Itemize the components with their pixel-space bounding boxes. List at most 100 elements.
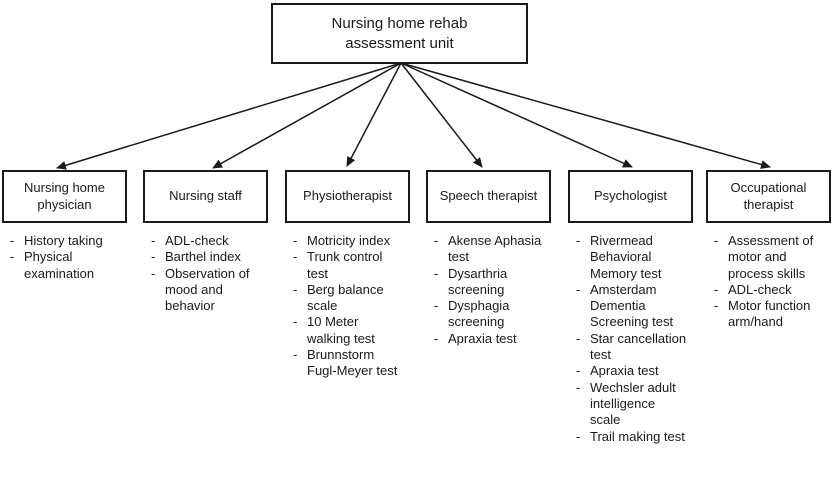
arrow-line-5: [400, 62, 771, 169]
dash-bullet: -: [293, 233, 298, 248]
list-item-text: Akense Aphasia test: [448, 233, 542, 265]
dash-bullet: -: [434, 233, 439, 248]
branch-column: Psychologist-Rivermead Behavioral Memory…: [568, 170, 693, 445]
branch-column: Nursing staff-ADL-check-Barthel index-Ob…: [143, 170, 268, 314]
list-item: -Dysarthria screening: [434, 266, 545, 299]
branch-column: Speech therapist-Akense Aphasia test-Dys…: [426, 170, 551, 347]
dash-bullet: -: [714, 281, 719, 297]
list-item: -ADL-check: [714, 282, 825, 298]
list-item: -Star cancellation test: [576, 331, 687, 364]
list-item-text: ADL-check: [165, 233, 229, 248]
list-item-text: Barthel index: [165, 249, 241, 265]
list-item-text: Trail making test: [590, 428, 685, 444]
list-item-text: Apraxia test: [590, 363, 659, 379]
branch-node-box: Psychologist: [568, 170, 693, 223]
arrow-line-3: [400, 62, 483, 168]
dash-bullet: -: [714, 298, 719, 314]
assessment-list: -History taking-Physical examination: [2, 233, 127, 282]
arrow-line-0: [56, 62, 402, 170]
list-item: -Apraxia test: [576, 363, 687, 379]
list-item-text: Amsterdam Dementia Screening test: [590, 281, 674, 330]
branch-node-box: Nursing home physician: [2, 170, 127, 223]
list-item-text: Dysarthria screening: [448, 265, 508, 297]
dash-bullet: -: [576, 233, 581, 248]
list-item-text: Star cancellation test: [590, 330, 687, 363]
arrow-line-4: [400, 62, 633, 168]
list-item: -Observation of mood and behavior: [151, 266, 262, 315]
dash-bullet: -: [576, 281, 581, 297]
assessment-list: -Motricity index-Trunk control test-Berg…: [285, 233, 410, 380]
list-item: -Akense Aphasia test: [434, 233, 545, 266]
list-item: -Wechsler adult intelligence scale: [576, 380, 687, 429]
list-item: -Rivermead Behavioral Memory test: [576, 233, 687, 282]
assessment-list: -Akense Aphasia test-Dysarthria screenin…: [426, 233, 551, 347]
dash-bullet: -: [576, 428, 581, 444]
branch-node-box: Occupational therapist: [706, 170, 831, 223]
list-item-text: Brunnstorm Fugl-Meyer test: [307, 347, 398, 379]
dash-bullet: -: [293, 347, 298, 363]
dash-bullet: -: [434, 298, 439, 314]
branch-column: Occupational therapist-Assessment of mot…: [706, 170, 831, 331]
list-item-text: Dysphagia screening: [448, 298, 510, 330]
assessment-list: -ADL-check-Barthel index-Observation of …: [143, 233, 268, 314]
dash-bullet: -: [151, 265, 156, 281]
list-item: -Dysphagia screening: [434, 298, 545, 331]
list-item: -10 Meter walking test: [293, 314, 404, 347]
list-item: -Trunk control test: [293, 249, 404, 282]
list-item: -Motor function arm/hand: [714, 298, 825, 331]
list-item-text: 10 Meter walking test: [307, 314, 375, 346]
dash-bullet: -: [10, 233, 15, 248]
list-item: -Trail making test: [576, 429, 687, 445]
list-item-text: Wechsler adult intelligence scale: [590, 379, 676, 428]
branch-node-label: Nursing home physician: [24, 180, 105, 212]
list-item: -Berg balance scale: [293, 282, 404, 315]
list-item: -Apraxia test: [434, 331, 545, 347]
list-item: -Barthel index: [151, 249, 262, 265]
list-item-text: Motor function arm/hand: [728, 298, 811, 330]
dash-bullet: -: [151, 233, 156, 248]
dash-bullet: -: [151, 249, 156, 265]
list-item: -History taking: [10, 233, 121, 249]
list-item-text: Physical examination: [24, 249, 95, 281]
branch-node-label: Speech therapist: [439, 188, 538, 204]
dash-bullet: -: [293, 281, 298, 297]
root-node-box: Nursing home rehab assessment unit: [271, 3, 528, 64]
list-item-text: Observation of mood and behavior: [165, 265, 250, 314]
list-item: -ADL-check: [151, 233, 262, 249]
arrow-line-2: [346, 62, 402, 167]
list-item-text: ADL-check: [728, 281, 792, 297]
assessment-list: -Assessment of motor and process skills-…: [706, 233, 831, 331]
branch-node-box: Speech therapist: [426, 170, 551, 223]
list-item-text: Assessment of motor and process skills: [728, 233, 814, 281]
dash-bullet: -: [576, 379, 581, 395]
list-item: -Motricity index: [293, 233, 404, 249]
list-item-text: Motricity index: [307, 233, 391, 248]
list-item: -Assessment of motor and process skills: [714, 233, 825, 282]
list-item-text: Rivermead Behavioral Memory test: [590, 233, 662, 281]
dash-bullet: -: [576, 330, 581, 346]
branch-column: Nursing home physician -History taking-Ph…: [2, 170, 127, 282]
branch-node-box: Nursing staff: [143, 170, 268, 223]
branch-node-box: Physiotherapist: [285, 170, 410, 223]
list-item-text: Berg balance scale: [307, 281, 384, 314]
dash-bullet: -: [10, 249, 15, 265]
list-item-text: History taking: [24, 233, 103, 248]
list-item-text: Trunk control test: [307, 249, 383, 281]
dash-bullet: -: [293, 249, 298, 265]
arrow-line-1: [212, 62, 402, 169]
root-node-label: Nursing home rehab assessment unit: [331, 15, 468, 52]
dash-bullet: -: [434, 330, 439, 346]
branch-column: Physiotherapist-Motricity index-Trunk co…: [285, 170, 410, 380]
list-item-text: Apraxia test: [448, 330, 517, 346]
dash-bullet: -: [434, 265, 439, 281]
dash-bullet: -: [576, 363, 581, 379]
list-item: -Amsterdam Dementia Screening test: [576, 282, 687, 331]
dash-bullet: -: [714, 233, 719, 248]
branch-node-label: Nursing staff: [169, 188, 242, 204]
dash-bullet: -: [293, 314, 298, 330]
branch-node-label: Psychologist: [594, 188, 667, 204]
branch-node-label: Physiotherapist: [303, 188, 392, 204]
list-item: -Brunnstorm Fugl-Meyer test: [293, 347, 404, 380]
